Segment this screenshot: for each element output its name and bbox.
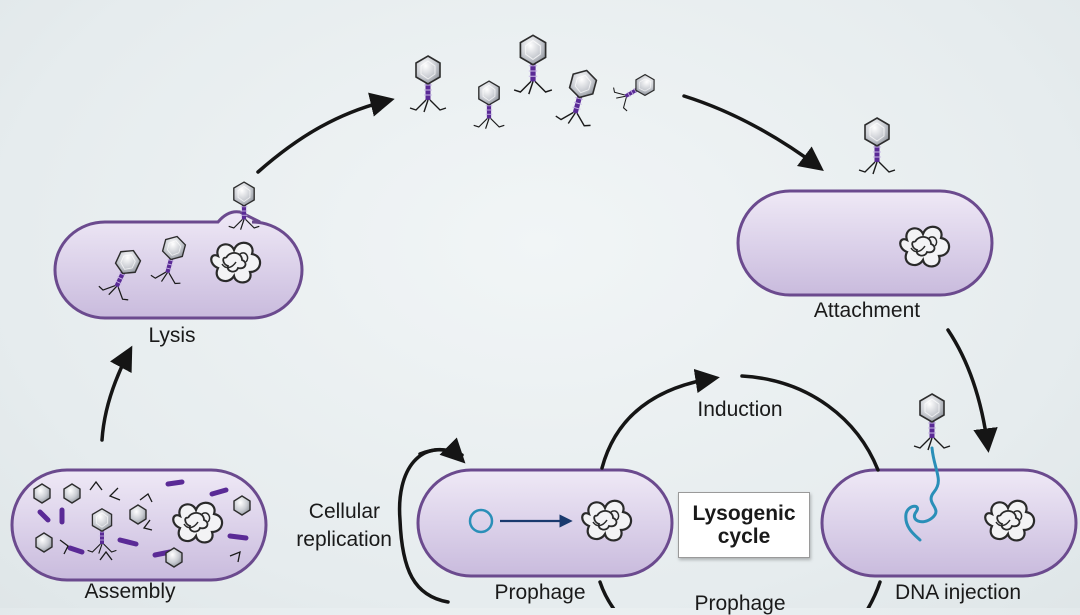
prophage-cell <box>416 468 674 578</box>
lysogenic-cycle-label-line1: Lysogenic <box>692 501 796 525</box>
arrow-to-attachment <box>682 94 824 171</box>
assembly-cell <box>10 468 268 582</box>
dna-injection-label: DNA injection <box>894 581 1022 604</box>
phage-icon <box>409 55 447 113</box>
injected-dna-icon <box>904 446 940 542</box>
phage-icon <box>858 117 896 175</box>
cellular-replication-label-line1: Cellular <box>308 500 380 523</box>
attachment-cell <box>736 117 994 297</box>
released-phages <box>409 34 662 131</box>
phage-icon <box>610 67 662 114</box>
arrow-release <box>256 92 395 174</box>
phage-icon <box>473 80 505 130</box>
replication-arrow <box>418 437 466 464</box>
lysogenic-loop-arc <box>740 374 880 472</box>
lysogenic-cycle-label-line2: cycle <box>717 525 771 548</box>
lysogenic-loop-arc-lower-right <box>866 580 882 608</box>
arrow-induction <box>600 368 720 470</box>
prophage-bottom-label: Prophage <box>694 592 786 615</box>
phage-icon <box>913 393 951 451</box>
phage-icon <box>513 34 553 95</box>
arrow-to-injection <box>946 328 998 453</box>
assembly-label: Assembly <box>84 580 176 603</box>
lysis-cell <box>53 181 304 320</box>
induction-label: Induction <box>697 398 783 421</box>
prophage-label: Prophage <box>494 581 586 604</box>
attachment-label: Attachment <box>813 299 921 322</box>
cellular-replication-label-line2: replication <box>296 528 392 551</box>
lysogenic-loop-arc-lower-left <box>598 580 616 608</box>
phage-icon <box>553 65 605 131</box>
dna-injection-cell <box>820 393 1078 578</box>
lysis-label: Lysis <box>148 324 196 347</box>
plasmid-icon <box>468 508 494 534</box>
lysogenic-cycle-box: Lysogenic cycle <box>678 492 810 558</box>
arrow-to-lysis <box>100 345 133 442</box>
